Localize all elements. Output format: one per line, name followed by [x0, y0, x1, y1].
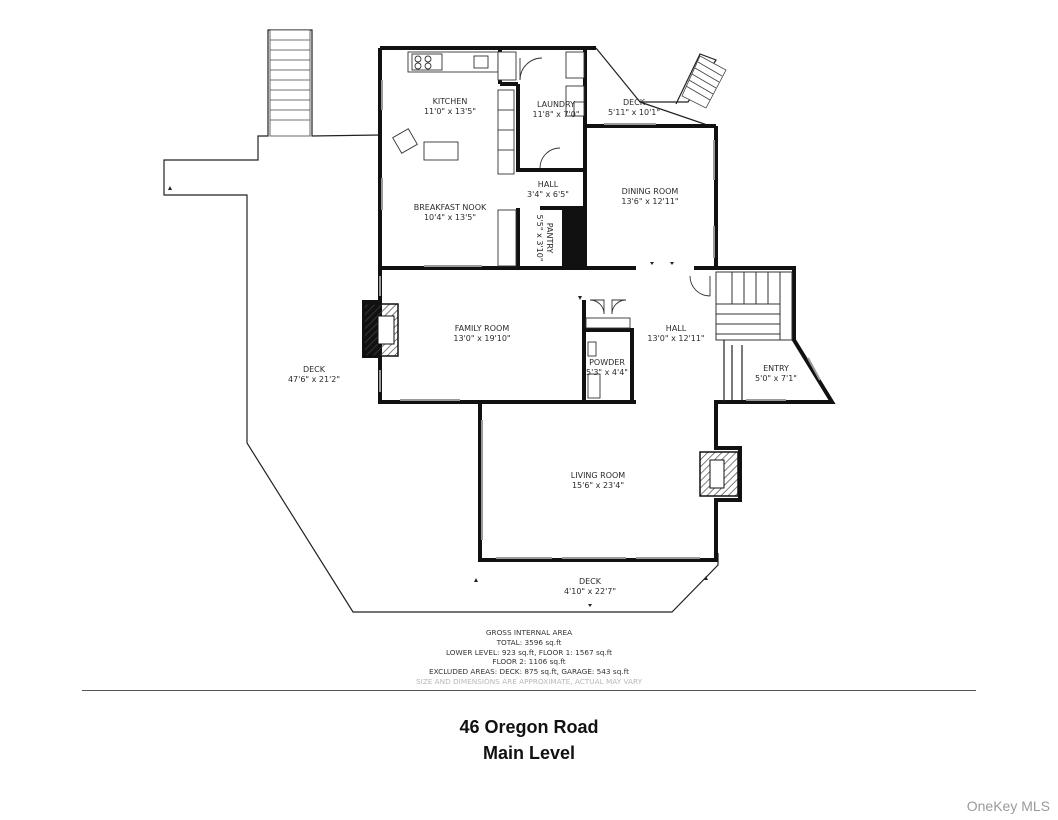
room-dims-living: 15'6" x 23'4"	[572, 481, 624, 490]
area-floor2: FLOOR 2: 1106 sq.ft	[492, 657, 566, 667]
room-dims-hall-main: 13'0" x 12'11"	[647, 334, 704, 343]
address-title: 46 Oregon Road	[459, 717, 599, 737]
entry-door	[689, 275, 711, 297]
deck-northeast-stairs	[681, 55, 727, 109]
room-dims-deck-west: 47'6" x 21'2"	[288, 375, 340, 384]
floor-plan: KITCHEN 11'0" x 13'5" LAUNDRY 11'8" x 7'…	[163, 29, 836, 613]
walls	[378, 46, 836, 562]
room-dims-kitchen: 11'0" x 13'5"	[424, 107, 476, 116]
area-levels: LOWER LEVEL: 923 sq.ft, FLOOR 1: 1567 sq…	[445, 647, 613, 657]
area-excluded: EXCLUDED AREAS: DECK: 875 sq.ft, GARAGE:…	[429, 667, 629, 677]
deck-west-outline	[163, 29, 719, 613]
area-summary: GROSS INTERNAL AREA TOTAL: 3596 sq.ft LO…	[0, 628, 1058, 687]
room-name-powder: POWDER	[589, 358, 625, 367]
room-name-breakfast: BREAKFAST NOOK	[414, 203, 487, 212]
room-name-deck-ne: DECK	[623, 98, 646, 107]
laundry-fixtures	[519, 51, 585, 169]
room-name-laundry: LAUNDRY	[537, 100, 575, 109]
room-dims-laundry: 11'8" x 7'0"	[532, 110, 579, 119]
room-dims-deck-ne: 5'11" x 10'1"	[608, 108, 660, 117]
room-name-entry: ENTRY	[763, 364, 789, 373]
area-heading: GROSS INTERNAL AREA	[485, 628, 573, 637]
room-dims-powder: 5'3" x 4'4"	[586, 368, 628, 377]
room-dims-entry: 5'0" x 7'1"	[755, 374, 797, 383]
room-name-family: FAMILY ROOM	[455, 324, 510, 333]
room-dims-deck-south: 4'10" x 22'7"	[564, 587, 616, 596]
divider	[82, 690, 976, 691]
room-dims-hall-upper: 3'4" x 6'5"	[527, 190, 569, 199]
room-name-living: LIVING ROOM	[571, 471, 626, 480]
mls-watermark: OneKey MLS	[966, 798, 1050, 814]
room-name-pantry: PANTRY	[545, 223, 554, 254]
kitchen-fixtures	[392, 51, 517, 267]
area-total: TOTAL: 3596 sq.ft	[496, 637, 562, 647]
room-name-hall-main: HALL	[666, 324, 687, 333]
windows	[379, 80, 821, 559]
entry-walls	[723, 340, 743, 402]
level-title: Main Level	[482, 743, 576, 763]
stairwell	[715, 271, 793, 341]
area-disclaimer: SIZE AND DIMENSIONS ARE APPROXIMATE, ACT…	[415, 676, 643, 686]
room-name-dining: DINING ROOM	[622, 187, 679, 196]
room-dims-family: 13'0" x 19'10"	[453, 334, 510, 343]
deck-west-stairs	[269, 29, 311, 137]
room-dims-pantry: 5'5" x 3'10"	[535, 214, 544, 261]
outlet-markers	[168, 186, 708, 607]
living-fireplace	[699, 451, 739, 497]
powder-fixtures	[585, 299, 631, 399]
room-name-deck-south: DECK	[579, 577, 602, 586]
room-name-kitchen: KITCHEN	[433, 97, 468, 106]
room-dims-breakfast: 10'4" x 13'5"	[424, 213, 476, 222]
family-fireplace	[362, 300, 399, 358]
room-name-deck-west: DECK	[303, 365, 326, 374]
room-name-hall-upper: HALL	[538, 180, 559, 189]
room-dims-dining: 13'6" x 12'11"	[621, 197, 678, 206]
